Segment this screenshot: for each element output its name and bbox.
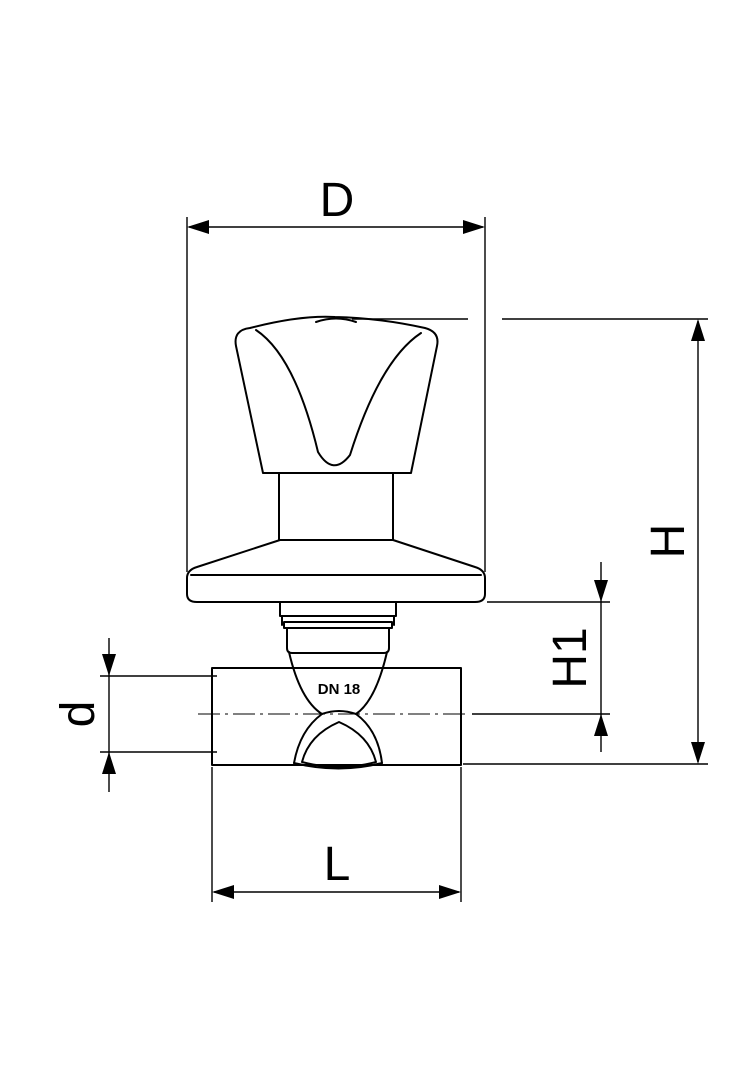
rosette-outline <box>186 539 486 603</box>
dimension-L: L <box>211 767 462 902</box>
knob-top-cap <box>315 317 357 323</box>
neck-waist-top <box>321 710 357 715</box>
dimension-d: d <box>52 638 217 792</box>
rosette-plate <box>186 539 486 603</box>
spindle <box>278 472 394 541</box>
dimension-H1: H1 <box>472 562 610 752</box>
neck-lower-lobe <box>301 721 377 768</box>
handle-knob <box>234 315 439 474</box>
body-marking-text: DN 18 <box>318 681 361 698</box>
dimension-D: D <box>186 174 486 572</box>
dimension-D-label: D <box>320 174 355 227</box>
dimension-d-label: d <box>52 701 105 728</box>
dimension-H: H <box>352 318 708 765</box>
dimension-H1-label: H1 <box>544 627 597 688</box>
valve-body <box>211 667 462 766</box>
neck-bottom-curve <box>293 762 383 770</box>
collar-lower-ring <box>286 627 390 654</box>
collar-top-ring <box>279 601 397 617</box>
dimension-H-label: H <box>642 524 695 559</box>
dimension-L-label: L <box>324 838 351 891</box>
knob-grip-contour <box>255 329 422 467</box>
knob-outline <box>234 315 439 474</box>
pipe-body <box>211 667 462 766</box>
collar-mid-ring <box>283 621 393 629</box>
spindle-cylinder <box>278 472 394 541</box>
valve-neck <box>288 651 388 770</box>
valve-collar <box>279 601 397 654</box>
